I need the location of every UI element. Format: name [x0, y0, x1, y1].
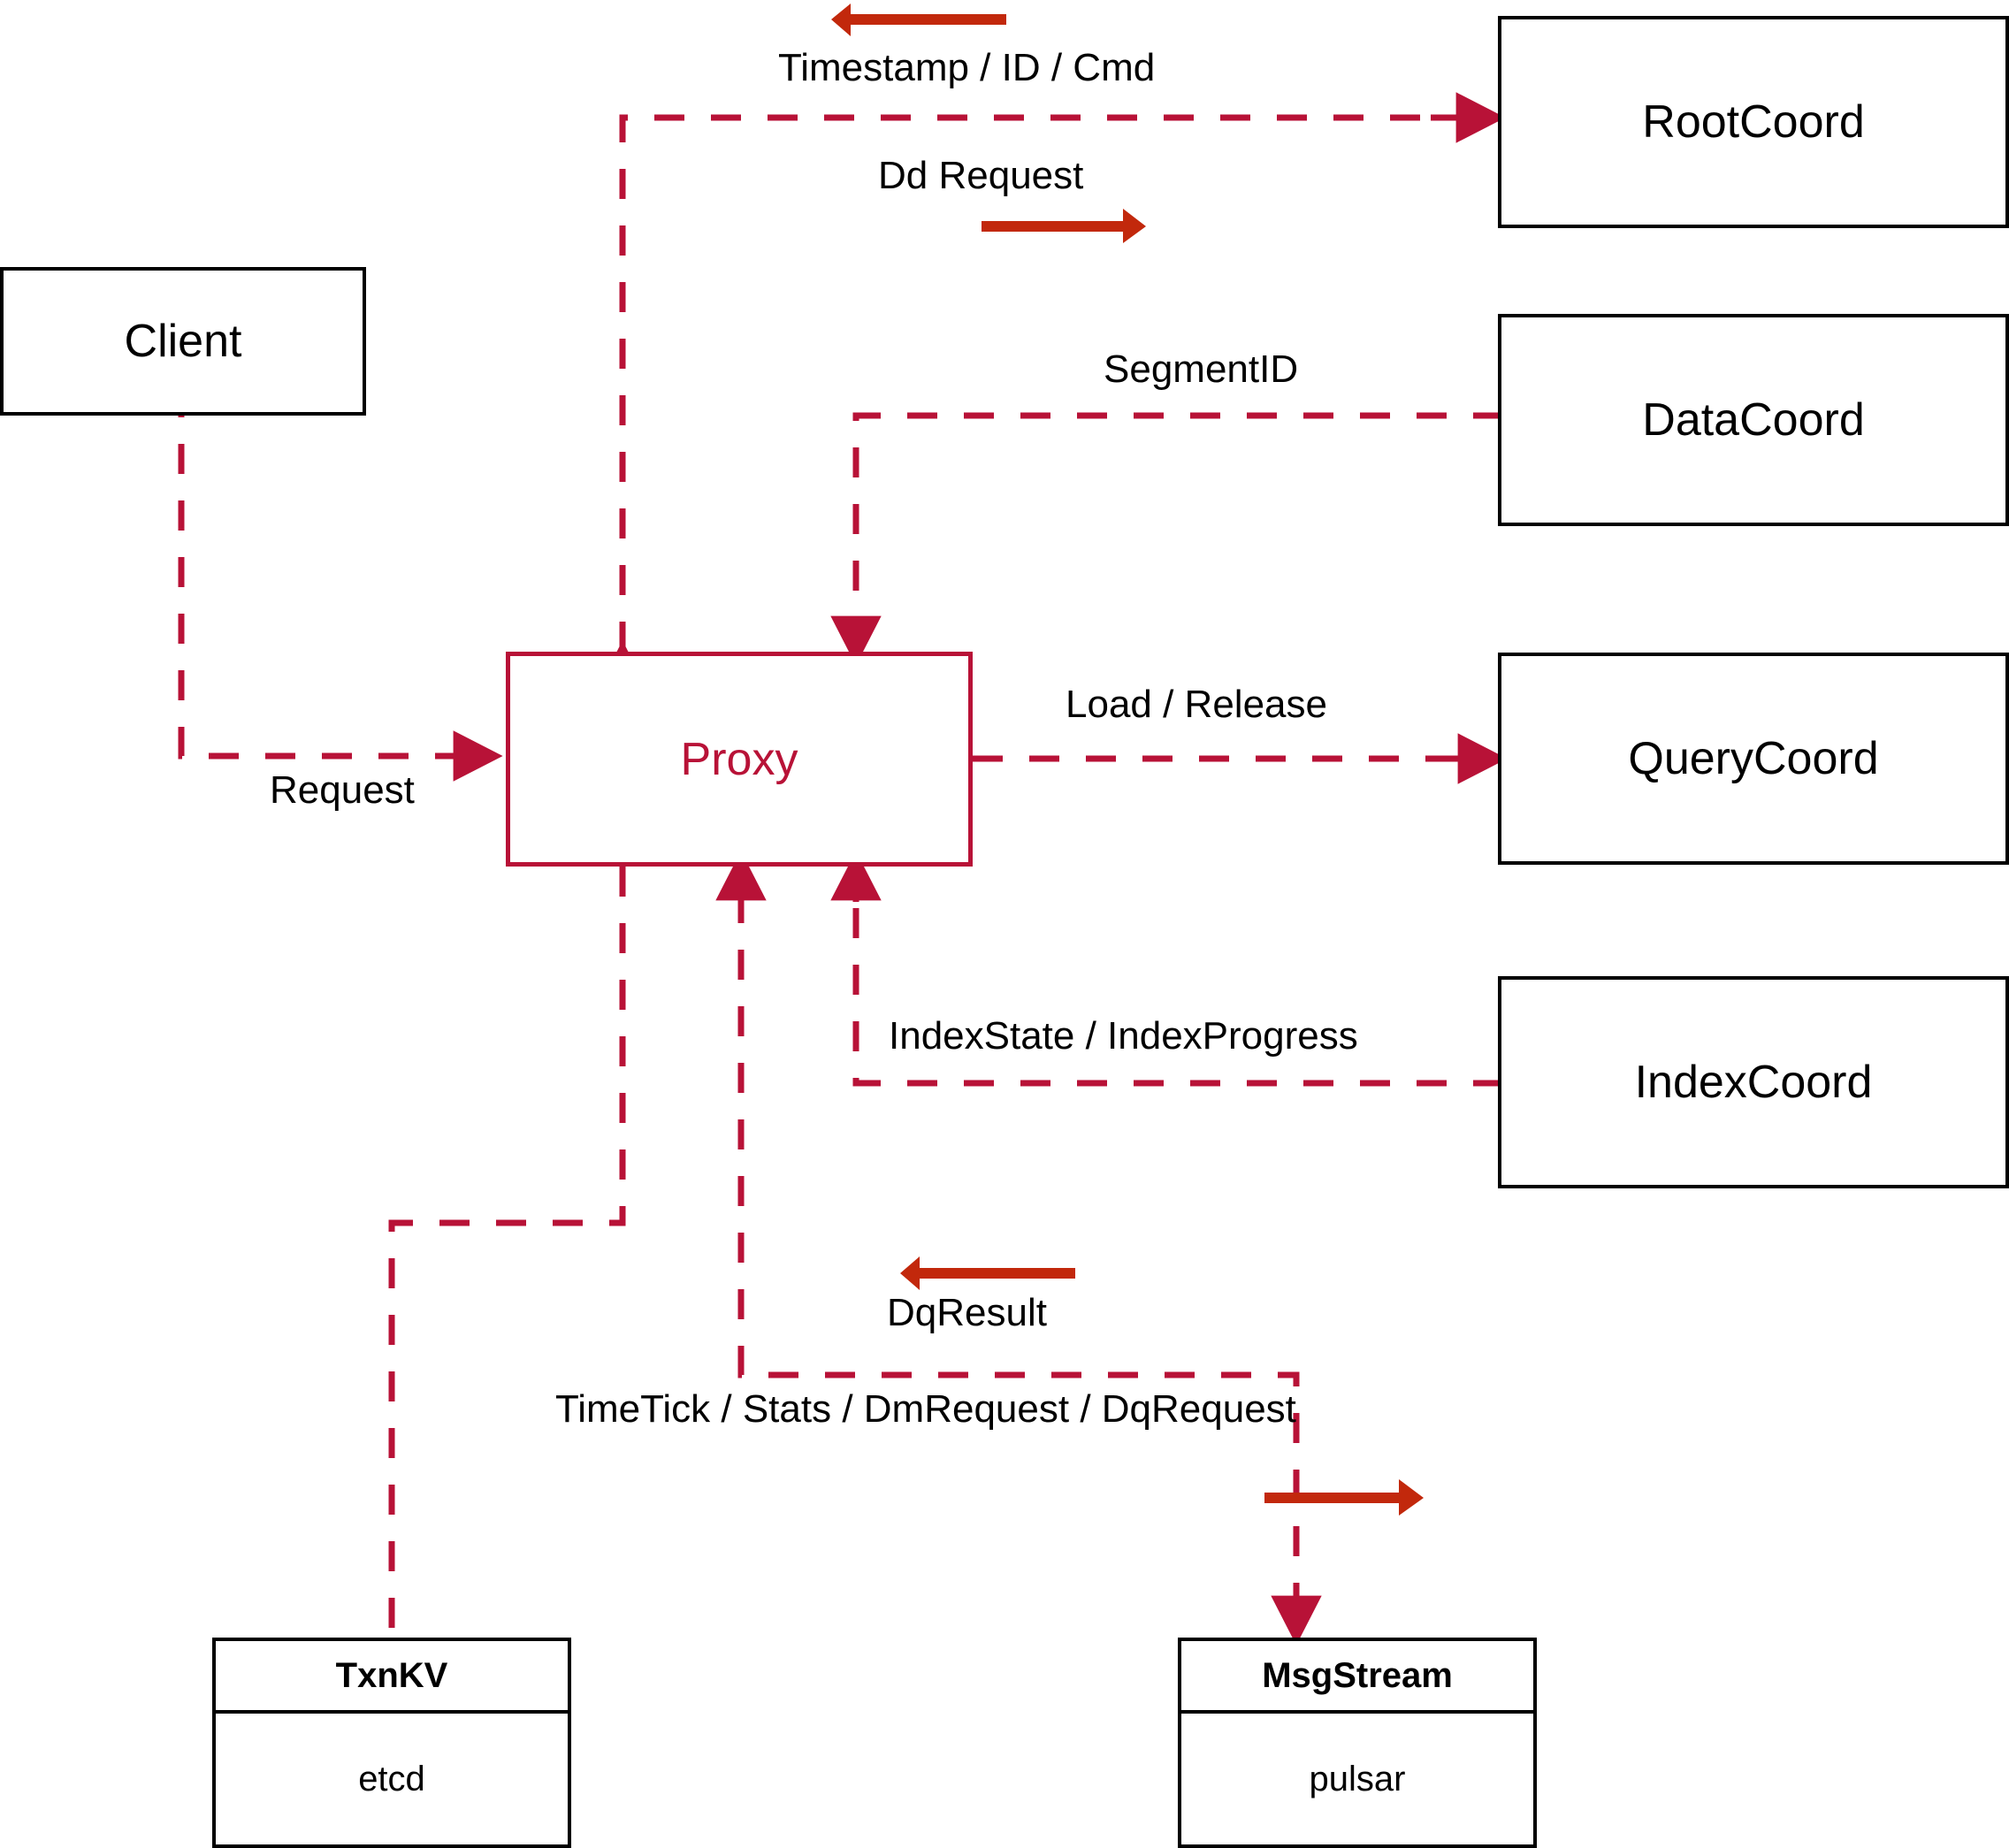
edge-proxy-to-txnkv [388, 867, 626, 1640]
node-rootcoord[interactable]: RootCoord [1498, 16, 2009, 228]
store-txnkv-header: TxnKV [216, 1641, 568, 1714]
node-datacoord[interactable]: DataCoord [1498, 314, 2009, 526]
node-client-label: Client [124, 316, 242, 367]
node-indexcoord-label: IndexCoord [1634, 1057, 1873, 1108]
store-txnkv-title: TxnKV [335, 1655, 448, 1695]
store-txnkv-impl: etcd [358, 1759, 425, 1798]
arrow-right-icon-timetick [1264, 1479, 1424, 1516]
edge-label-load-release: Load / Release [1066, 683, 1327, 726]
store-msgstream-impl: pulsar [1309, 1759, 1406, 1798]
store-msgstream-body: pulsar [1181, 1714, 1533, 1844]
edge-indexcoord-to-proxy [830, 851, 1503, 1087]
edge-label-timetick-stats: TimeTick / Stats / DmRequest / DqRequest [555, 1387, 1296, 1431]
edge-label-dq-result: DqResult [887, 1291, 1047, 1334]
edge-label-request: Request [270, 768, 415, 812]
edge-label-timestamp-id-cmd: Timestamp / ID / Cmd [778, 46, 1156, 89]
store-msgstream[interactable]: MsgStream pulsar [1178, 1638, 1537, 1848]
node-proxy[interactable]: Proxy [506, 652, 973, 867]
node-querycoord-label: QueryCoord [1628, 733, 1879, 784]
store-txnkv[interactable]: TxnKV etcd [212, 1638, 571, 1848]
edge-label-index-state-progress: IndexState / IndexProgress [889, 1014, 1358, 1058]
node-querycoord[interactable]: QueryCoord [1498, 653, 2009, 865]
store-msgstream-header: MsgStream [1181, 1641, 1533, 1714]
node-indexcoord[interactable]: IndexCoord [1498, 976, 2009, 1188]
arrow-left-icon-timestamp [831, 4, 1006, 36]
node-datacoord-label: DataCoord [1642, 394, 1865, 446]
edge-label-segment-id: SegmentID [1104, 347, 1299, 391]
edge-datacoord-to-proxy [830, 412, 1503, 666]
store-txnkv-body: etcd [216, 1714, 568, 1844]
edge-client-to-proxy [178, 387, 503, 782]
node-rootcoord-label: RootCoord [1642, 96, 1865, 148]
edge-msgstream-to-proxy [715, 851, 1322, 1646]
arrow-left-icon-dq-result [900, 1256, 1075, 1290]
arrow-right-icon-dd-request [982, 209, 1146, 243]
store-msgstream-title: MsgStream [1262, 1655, 1453, 1695]
edge-label-dd-request: Dd Request [878, 154, 1084, 197]
node-client[interactable]: Client [0, 267, 366, 416]
node-proxy-label: Proxy [680, 733, 798, 785]
